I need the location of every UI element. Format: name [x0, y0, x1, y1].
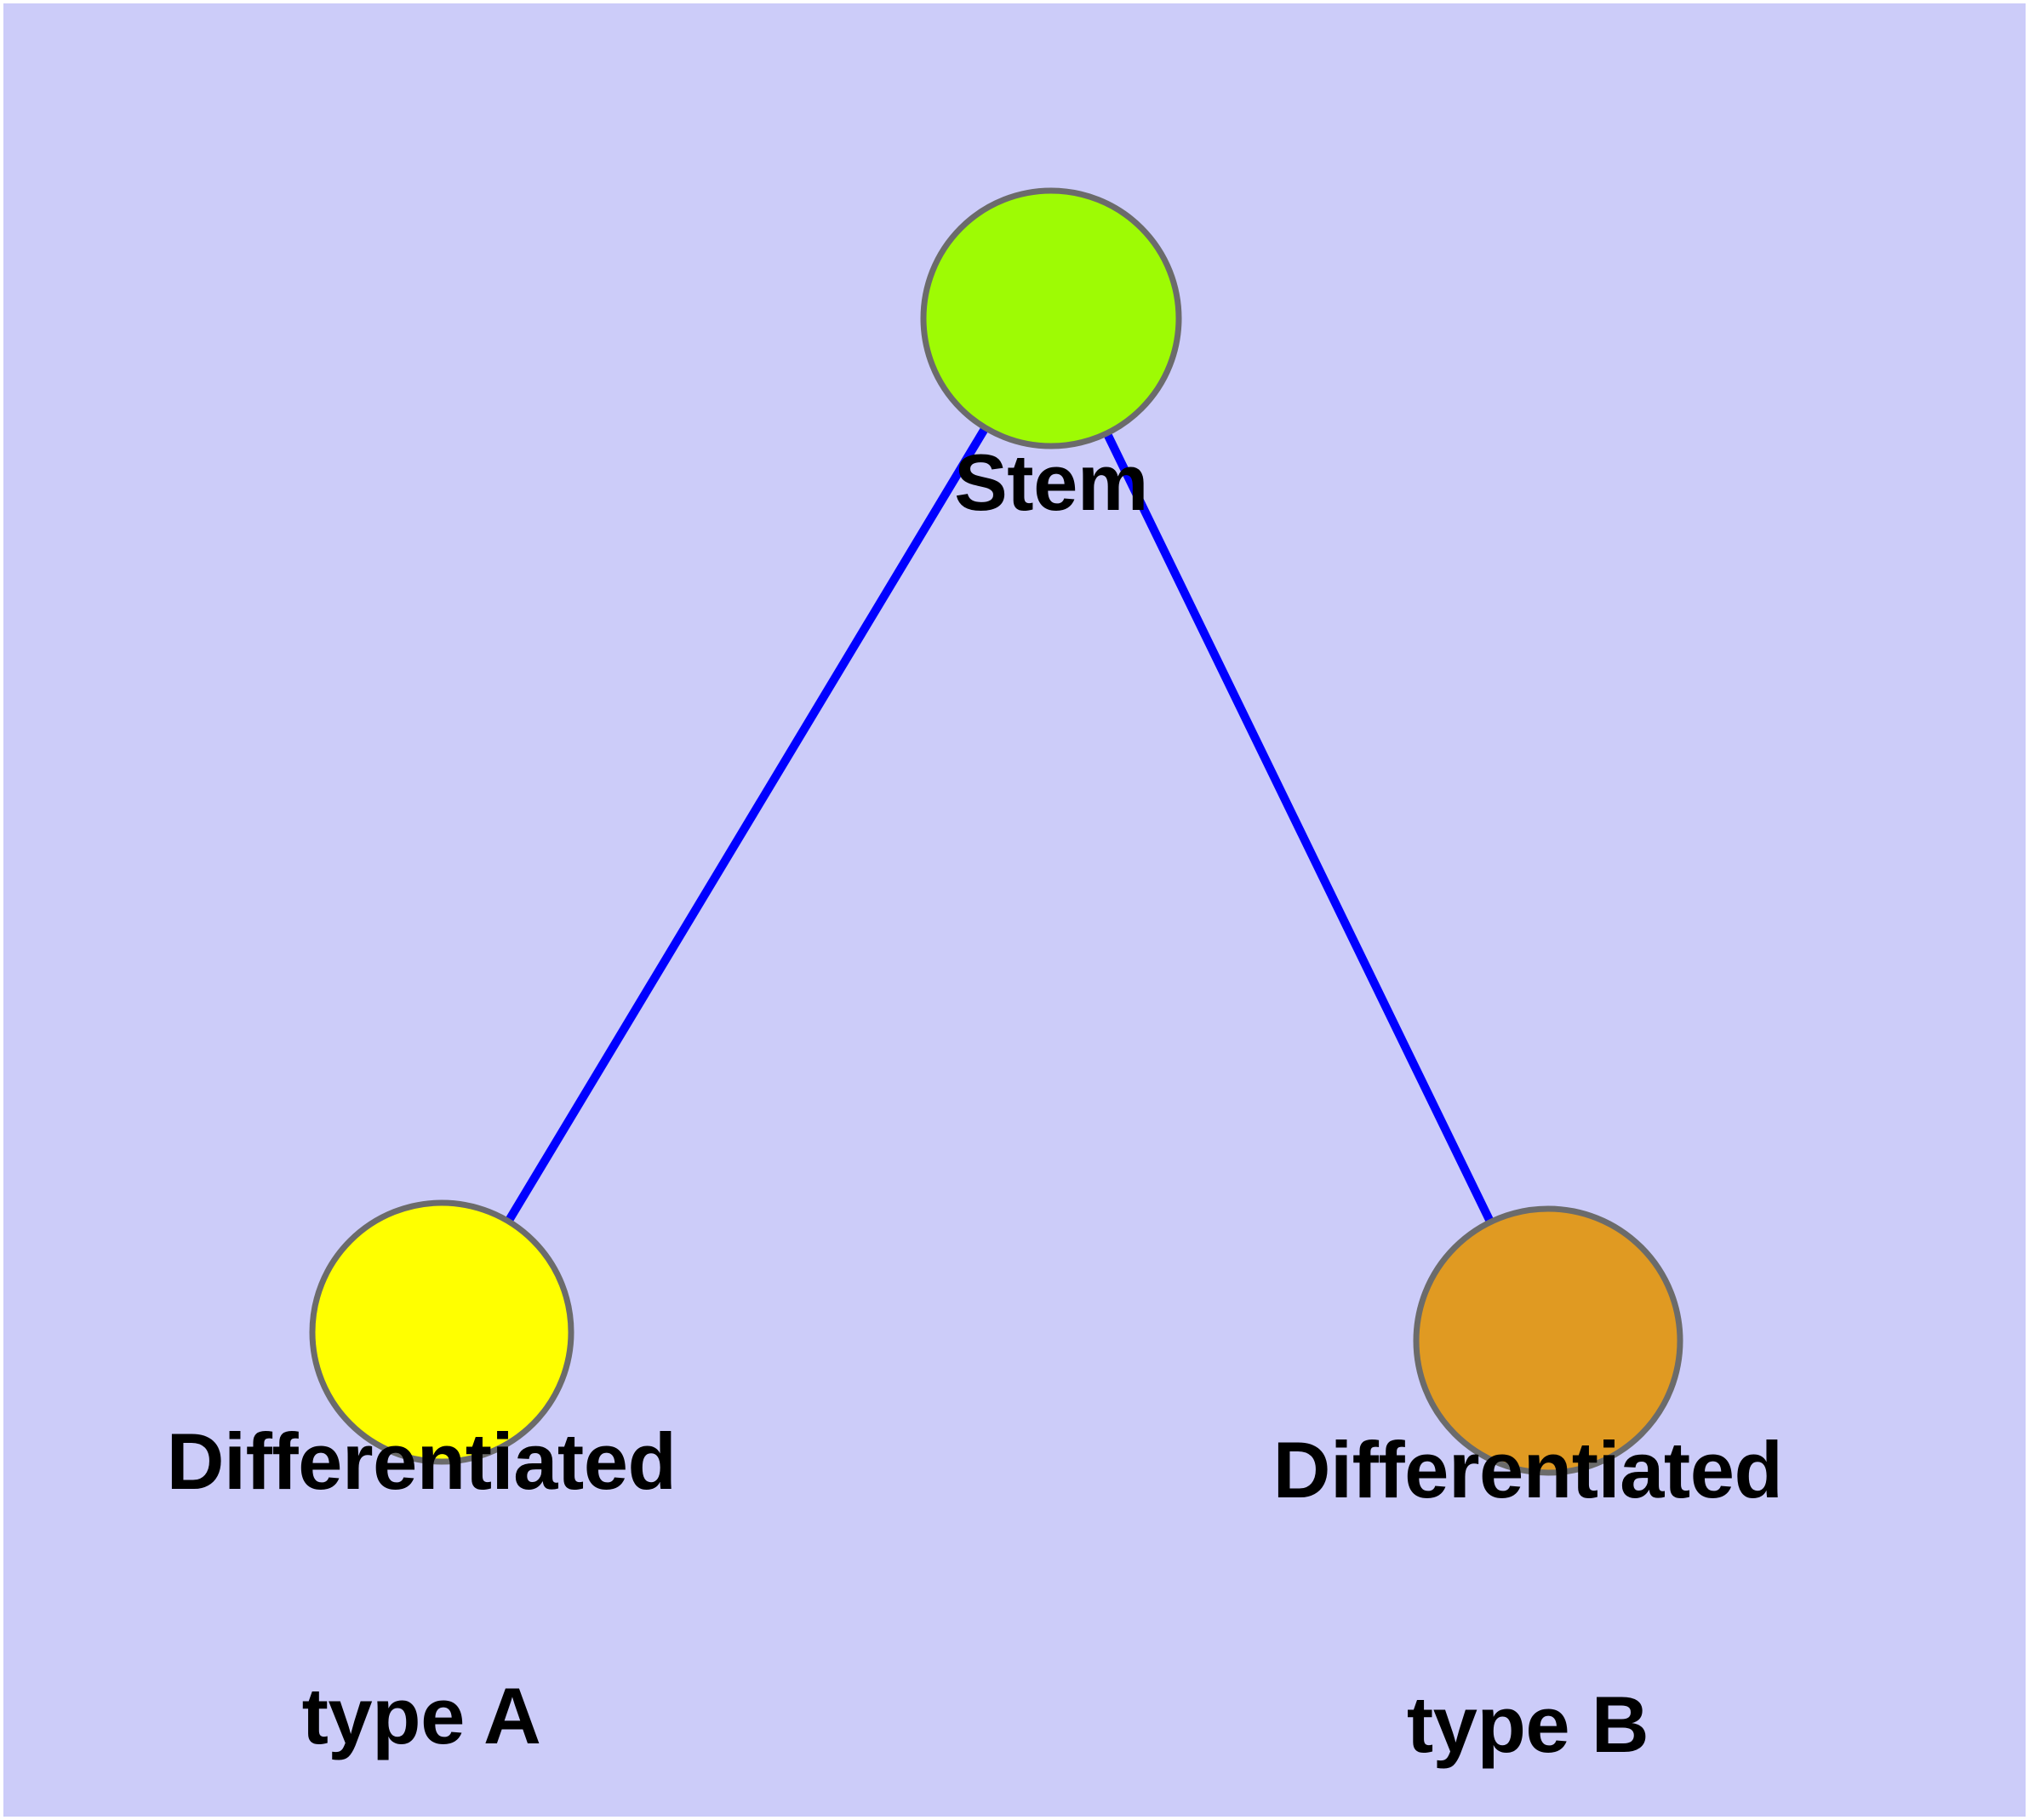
diagram-plot-background: [3, 3, 2026, 1817]
